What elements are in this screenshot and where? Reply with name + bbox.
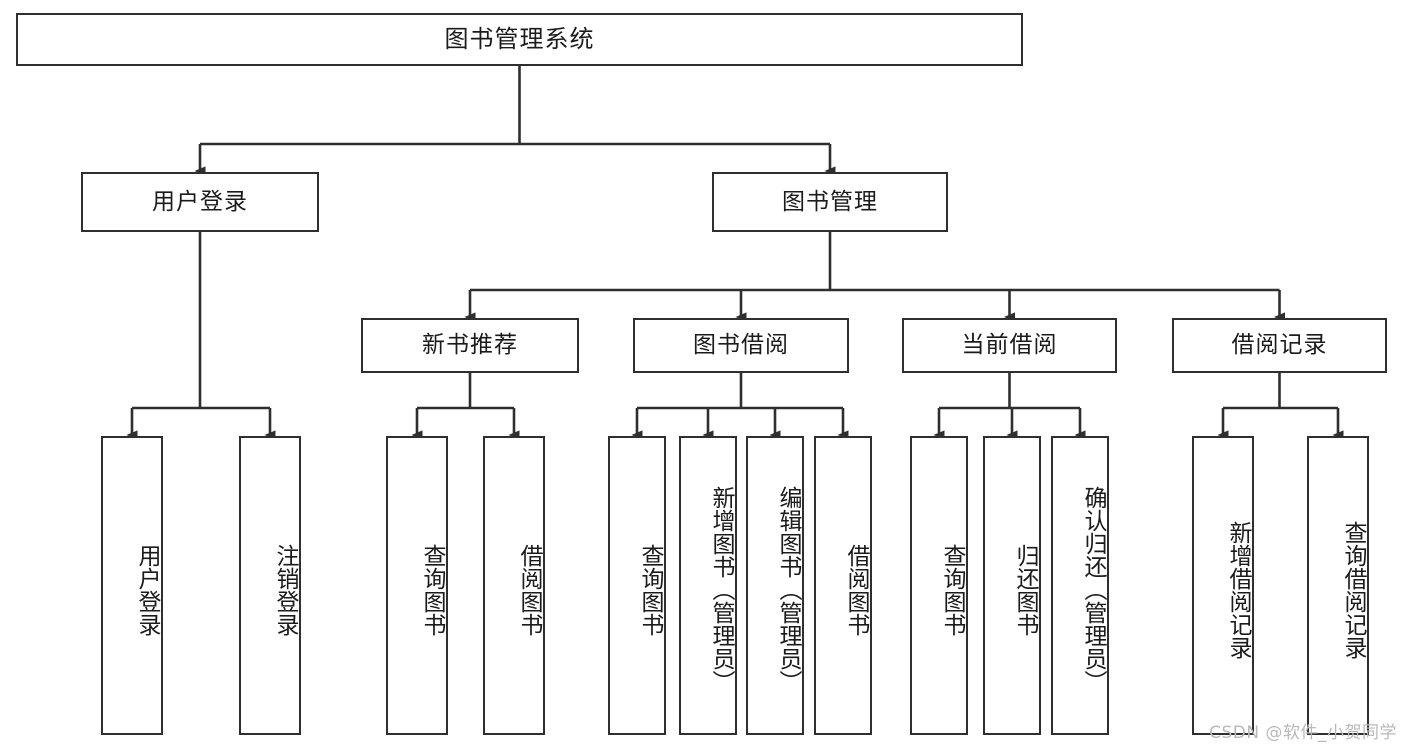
node-label: 查询图书 <box>939 543 965 636</box>
node-l-logout[interactable]: 注销登录 <box>239 436 301 735</box>
node-l-login[interactable]: 用户登录 <box>101 436 163 735</box>
node-label: 新增图书（管理员） <box>708 486 734 693</box>
node-label: 查询图书 <box>637 543 663 636</box>
node-l-query1[interactable]: 查询图书 <box>386 436 448 735</box>
node-l-confirm[interactable]: 确认归还（管理员） <box>1051 436 1109 735</box>
node-l-query3[interactable]: 查询图书 <box>910 436 968 735</box>
node-label: 查询图书 <box>419 543 445 636</box>
node-bookmgmt[interactable]: 图书管理 <box>712 172 948 232</box>
node-label: 查询借阅记录 <box>1340 520 1366 659</box>
node-l-addrec[interactable]: 新增借阅记录 <box>1192 436 1254 735</box>
node-root[interactable]: 图书管理系统 <box>16 13 1023 66</box>
node-label: 用户登录 <box>152 188 248 215</box>
node-l-queryrec[interactable]: 查询借阅记录 <box>1307 436 1369 735</box>
node-label: 编辑图书（管理员） <box>775 486 801 693</box>
node-newbook[interactable]: 新书推荐 <box>361 318 579 373</box>
node-label: 借阅图书 <box>843 543 869 636</box>
node-label: 确认归还（管理员） <box>1080 486 1106 693</box>
node-label: 图书管理系统 <box>444 24 595 53</box>
node-records[interactable]: 借阅记录 <box>1172 318 1387 373</box>
node-label: 当前借阅 <box>961 332 1058 359</box>
watermark-label: CSDN @软件_小贺同学 <box>1209 723 1397 743</box>
node-label: 新增借阅记录 <box>1225 520 1251 659</box>
node-l-query2[interactable]: 查询图书 <box>608 436 666 735</box>
node-label: 新书推荐 <box>422 332 518 359</box>
node-l-borrow2[interactable]: 借阅图书 <box>814 436 872 735</box>
node-label: 用户登录 <box>134 543 160 636</box>
node-label: 注销登录 <box>272 543 298 636</box>
node-l-add[interactable]: 新增图书（管理员） <box>679 436 737 735</box>
node-login[interactable]: 用户登录 <box>81 172 319 232</box>
node-label: 借阅记录 <box>1231 332 1328 359</box>
node-label: 图书管理 <box>782 188 878 215</box>
node-l-edit[interactable]: 编辑图书（管理员） <box>746 436 804 735</box>
node-label: 图书借阅 <box>693 332 789 359</box>
node-label: 借阅图书 <box>516 543 542 636</box>
node-l-return[interactable]: 归还图书 <box>983 436 1041 735</box>
node-borrow[interactable]: 图书借阅 <box>633 318 849 373</box>
node-label: 归还图书 <box>1012 543 1038 636</box>
node-l-borrow1[interactable]: 借阅图书 <box>483 436 545 735</box>
node-current[interactable]: 当前借阅 <box>902 318 1117 373</box>
